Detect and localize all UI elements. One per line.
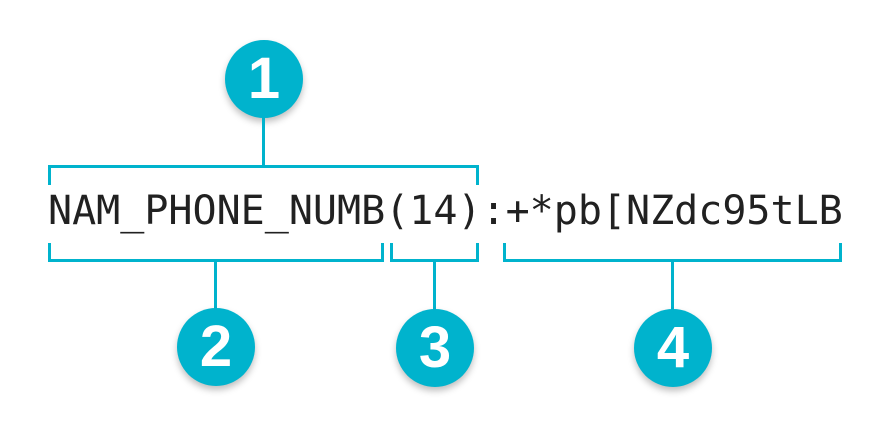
connector-line-2 xyxy=(214,259,217,310)
callout-badge-3: 3 xyxy=(396,309,474,387)
connector-line-1 xyxy=(262,117,265,165)
callout-badge-1: 1 xyxy=(225,40,303,118)
connector-line-4 xyxy=(671,259,674,310)
callout-badge-2: 2 xyxy=(177,308,255,386)
callout-number-1: 1 xyxy=(247,46,281,111)
callout-number-3: 3 xyxy=(418,315,452,380)
code-string: NAM_PHONE_NUMB(14):+*pb[NZdc95tLB xyxy=(48,191,843,231)
length-text: (14) xyxy=(385,188,482,234)
separator-text: : xyxy=(481,188,506,234)
connector-line-3 xyxy=(433,259,436,310)
callout-number-4: 4 xyxy=(656,315,690,380)
value-text: +*pb[NZdc95tLB xyxy=(505,188,843,234)
field-name-text: NAM_PHONE_NUMB xyxy=(48,188,386,234)
bracket-field-header xyxy=(48,165,479,185)
callout-number-2: 2 xyxy=(199,314,233,379)
callout-badge-4: 4 xyxy=(634,309,712,387)
